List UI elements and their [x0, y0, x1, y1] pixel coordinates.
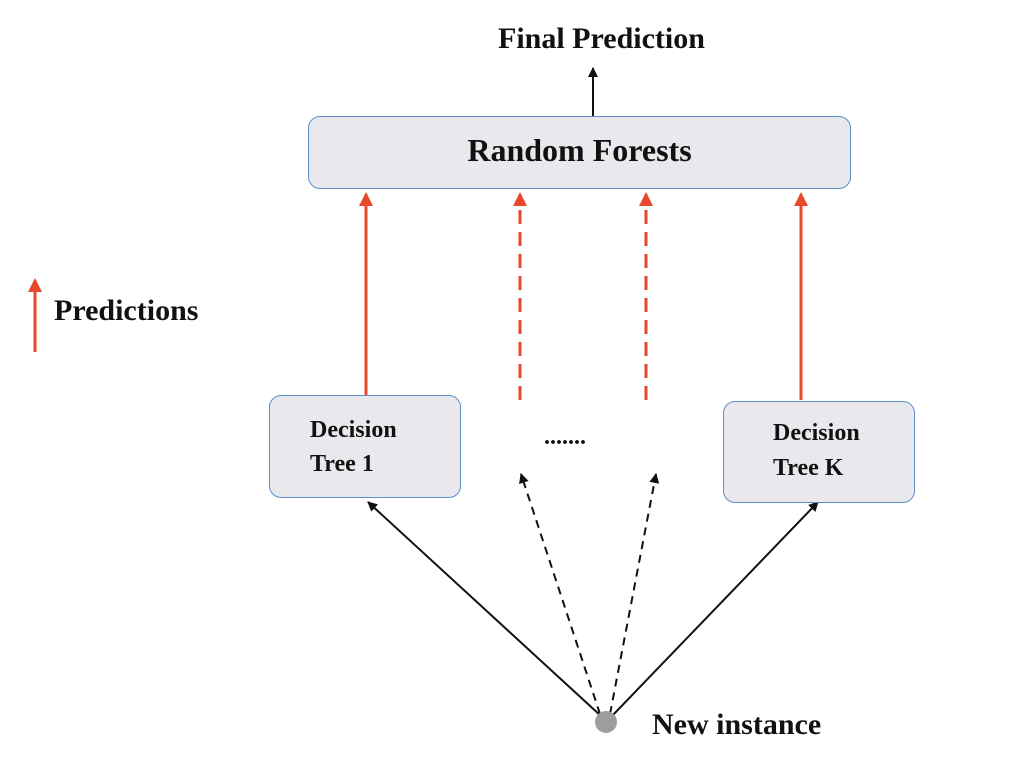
- ellipsis: .......: [544, 424, 586, 450]
- new-instance-label: New instance: [652, 708, 822, 741]
- decision-tree-1-box: [269, 395, 461, 498]
- final-prediction-label: Final Prediction: [498, 22, 705, 55]
- new-instance-node: [595, 711, 617, 733]
- input-arrow-dashed-2: [609, 473, 660, 715]
- decision-tree-k-label-line1: Decision: [773, 420, 860, 446]
- input-arrow-tree-1: [367, 501, 602, 717]
- decision-tree-k-box: [723, 401, 915, 503]
- decision-tree-1-label-line1: Decision: [310, 417, 397, 443]
- random-forests-label: Random Forests: [467, 132, 692, 168]
- decision-tree-1-label-line2: Tree 1: [310, 451, 374, 477]
- input-arrow-tree-k: [611, 501, 819, 717]
- legend-label: Predictions: [54, 294, 199, 327]
- input-arrow-dashed-1: [519, 473, 601, 715]
- random-forests-box: [308, 116, 851, 189]
- decision-tree-k-label-line2: Tree K: [773, 455, 844, 481]
